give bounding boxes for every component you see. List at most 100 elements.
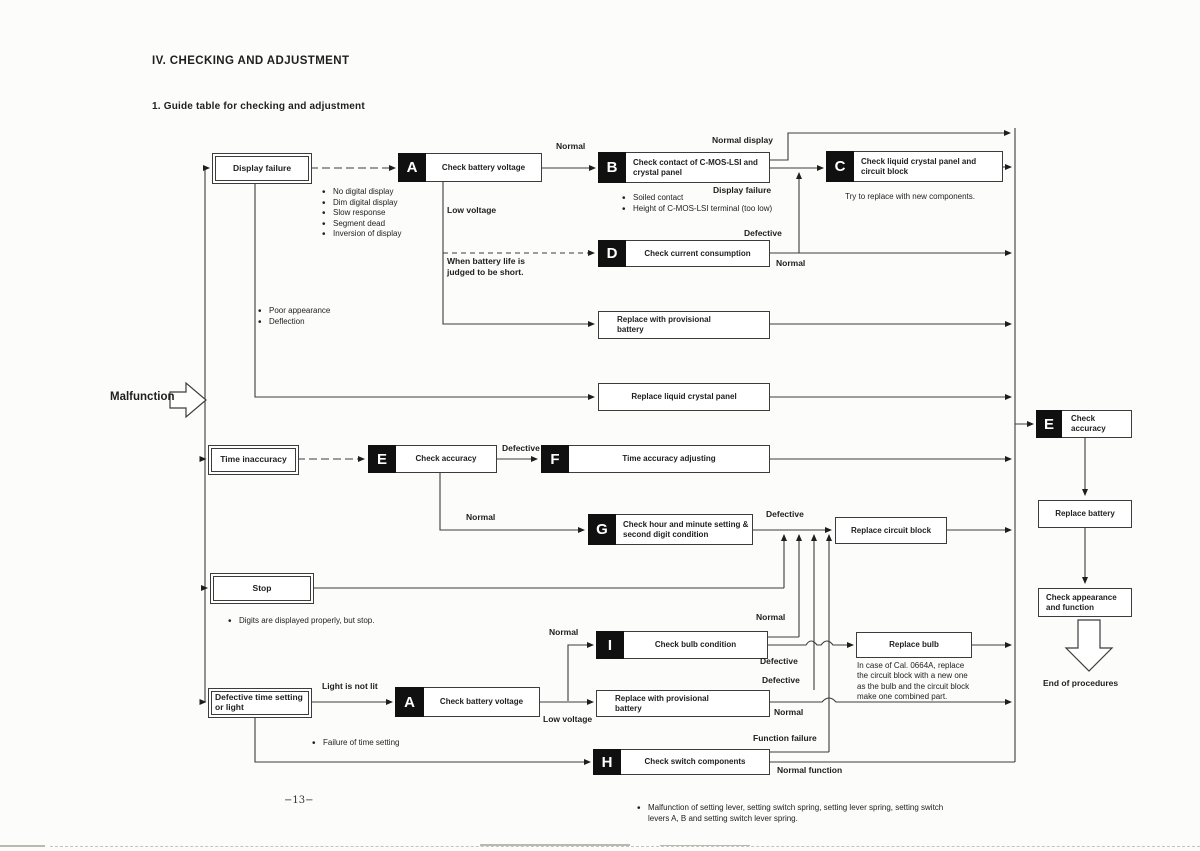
block-e-right: E Check accuracy [1036, 410, 1132, 438]
edge-label-defective: Defective [502, 443, 540, 453]
end-arrow-icon [1064, 619, 1114, 672]
edge-label-defective: Defective [766, 509, 804, 519]
process-check-appearance: Check appearance and function [1038, 588, 1132, 617]
appearance-list: Poor appearance Deflection [258, 305, 330, 329]
symptom-label: Defective time setting or light [215, 692, 303, 712]
block-h: H Check switch components [593, 749, 770, 775]
list-item: Segment dead [322, 218, 401, 231]
block-label: Check hour and minute setting & second d… [616, 514, 753, 545]
block-letter: I [596, 631, 624, 659]
block-a2: A Check battery voltage [395, 687, 540, 717]
block-i: I Check bulb condition [596, 631, 768, 659]
edge-label-defective: Defective [744, 228, 782, 238]
stop-note: Digits are displayed properly, but stop. [228, 615, 1200, 628]
block-label: Check liquid crystal panel and circuit b… [854, 151, 1003, 182]
edge-label-normal: Normal [774, 707, 804, 717]
edge-label-low-voltage: Low voltage [447, 205, 497, 215]
block-letter: F [541, 445, 569, 473]
list-item: Slow response [322, 207, 401, 220]
process-replace-provisional-battery-1: Replace with provisional battery [598, 311, 770, 339]
edge-label-display-failure: Display failure [713, 185, 772, 195]
process-label: Replace with provisional battery [617, 315, 711, 334]
block-b: B Check contact of C-MOS-LSI and crystal… [598, 152, 770, 183]
process-replace-lcd-panel: Replace liquid crystal panel [598, 383, 770, 411]
page-title: IV. CHECKING AND ADJUSTMENT [152, 55, 350, 67]
edge-label-normal: Normal [776, 258, 806, 268]
contact-check-list: Soiled contact Height of C-MOS-LSI termi… [622, 192, 772, 216]
c-note: Try to replace with new components. [845, 192, 975, 201]
block-label: Check battery voltage [426, 153, 542, 182]
list-item: Inversion of display [322, 228, 401, 241]
block-letter: A [398, 153, 426, 182]
display-failure-symptom-list: No digital display Dim digital display S… [322, 186, 401, 241]
symptom-defective-time-setting: Defective time setting or light [208, 688, 312, 718]
symptom-display-failure: Display failure [212, 153, 312, 184]
list-item: Poor appearance [258, 305, 330, 318]
process-label: Check appearance and function [1046, 592, 1117, 612]
block-label: Check accuracy [1062, 410, 1132, 438]
block-c: C Check liquid crystal panel and circuit… [826, 151, 1003, 182]
process-label: Replace bulb [889, 640, 939, 650]
process-label: Replace circuit block [850, 525, 932, 535]
list-item: Soiled contact [622, 192, 772, 205]
block-letter: B [598, 152, 626, 183]
time-setting-note: Failure of time setting [312, 737, 1200, 750]
bulb-note: In case of Cal. 0664A, replace the circu… [857, 661, 970, 702]
list-item: No digital display [322, 186, 401, 199]
edge-label-normal: Normal [556, 141, 586, 151]
block-e-mid: E Check accuracy [368, 445, 497, 473]
block-letter: E [1036, 410, 1062, 438]
block-a1: A Check battery voltage [398, 153, 542, 182]
symptom-stop: Stop [210, 573, 314, 604]
scan-artifact [480, 844, 630, 846]
process-replace-bulb: Replace bulb [856, 632, 972, 658]
list-item: Height of C-MOS-LSI terminal (too low) [622, 203, 772, 216]
process-replace-battery: Replace battery [1038, 500, 1132, 528]
block-letter: D [598, 240, 626, 267]
page-number: −13− [284, 795, 314, 806]
section-subtitle: 1. Guide table for checking and adjustme… [152, 101, 365, 112]
edge-label-normal: Normal [466, 512, 496, 522]
symptom-label: Stop [252, 582, 272, 593]
edge-label-normal-display: Normal display [712, 135, 773, 145]
block-label: Check current consumption [626, 240, 770, 267]
symptom-label: Display failure [232, 162, 292, 173]
process-label: Replace liquid crystal panel [631, 392, 737, 402]
edge-label-normal: Normal [549, 627, 579, 637]
process-replace-circuit-block: Replace circuit block [835, 517, 947, 544]
symptom-time-inaccuracy: Time inaccuracy [208, 445, 299, 475]
edge-label-normal-function: Normal function [777, 765, 843, 775]
scan-artifact [50, 846, 1200, 848]
malfunction-arrow-icon [169, 381, 207, 419]
block-letter: E [368, 445, 396, 473]
scan-artifact [0, 845, 45, 847]
block-label: Check bulb condition [624, 631, 768, 659]
process-label: Replace battery [1055, 509, 1115, 519]
end-of-procedures-label: End of procedures [1043, 678, 1119, 688]
process-replace-provisional-battery-2: Replace with provisional battery [596, 690, 770, 717]
process-label: Replace with provisional battery [615, 693, 709, 713]
block-label: Time accuracy adjusting [569, 445, 770, 473]
block-letter: A [395, 687, 424, 717]
block-label: Check contact of C-MOS-LSI and crystal p… [626, 152, 770, 183]
block-label: Check accuracy [396, 445, 497, 473]
entry-label: Malfunction [110, 391, 175, 403]
edge-label-defective: Defective [760, 656, 798, 666]
block-letter: H [593, 749, 621, 775]
edge-label-when-battery: When battery life is judged to be short. [447, 256, 525, 278]
block-g: G Check hour and minute setting & second… [588, 514, 753, 545]
block-label: Check switch components [621, 749, 770, 775]
symptom-label: Time inaccuracy [220, 454, 287, 465]
edge-label-low-voltage: Low voltage [543, 714, 593, 724]
edge-label-light-not-lit: Light is not lit [322, 681, 378, 691]
block-letter: C [826, 151, 854, 182]
list-item: Dim digital display [322, 197, 401, 210]
switch-note: Malfunction of setting lever, setting sw… [637, 802, 960, 824]
block-letter: G [588, 514, 616, 545]
block-f: F Time accuracy adjusting [541, 445, 770, 473]
block-label: Check battery voltage [424, 687, 540, 717]
block-d: D Check current consumption [598, 240, 770, 267]
list-item: Deflection [258, 316, 330, 329]
edge-label-defective: Defective [762, 675, 800, 685]
